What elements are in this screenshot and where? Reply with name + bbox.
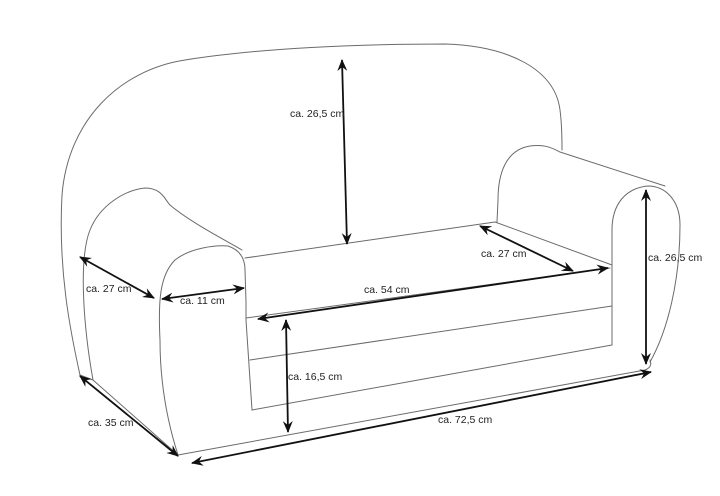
backrest-height-arrow xyxy=(337,59,352,245)
sofa-outline xyxy=(60,43,681,456)
label-armrest-height: ca. 26,5 cm xyxy=(648,252,703,264)
total-depth-arrow xyxy=(79,375,179,457)
label-total-depth: ca. 35 cm xyxy=(88,417,134,429)
seat-middle-line xyxy=(249,305,613,361)
right-arm-front-outline xyxy=(611,185,681,363)
label-armrest-depth: ca. 27 cm xyxy=(86,283,132,295)
left-arm-front-outline xyxy=(158,245,247,456)
total-width-arrow xyxy=(191,369,652,466)
backrest-outline xyxy=(60,43,563,376)
dimension-labels: ca. 26,5 cm ca. 26,5 cm ca. 27 cm ca. 27… xyxy=(86,108,703,429)
label-backrest-height: ca. 26,5 cm xyxy=(290,108,345,120)
armrest-width-arrow xyxy=(161,284,245,303)
dimension-arrows xyxy=(79,59,652,466)
seat-width-arrow xyxy=(257,264,609,323)
label-total-width: ca. 72,5 cm xyxy=(438,414,493,426)
label-armrest-width: ca. 11 cm xyxy=(180,295,225,307)
front-base-edge xyxy=(177,359,652,456)
right-arm-inner-outline xyxy=(496,145,666,223)
seat-back-edge xyxy=(244,221,496,259)
label-seat-width: ca. 54 cm xyxy=(364,284,410,296)
seat-depth-arrow xyxy=(479,225,574,272)
label-seat-height: ca. 16,5 cm xyxy=(288,371,343,383)
label-seat-depth: ca. 27 cm xyxy=(481,248,527,260)
armrest-depth-arrow xyxy=(79,256,155,299)
